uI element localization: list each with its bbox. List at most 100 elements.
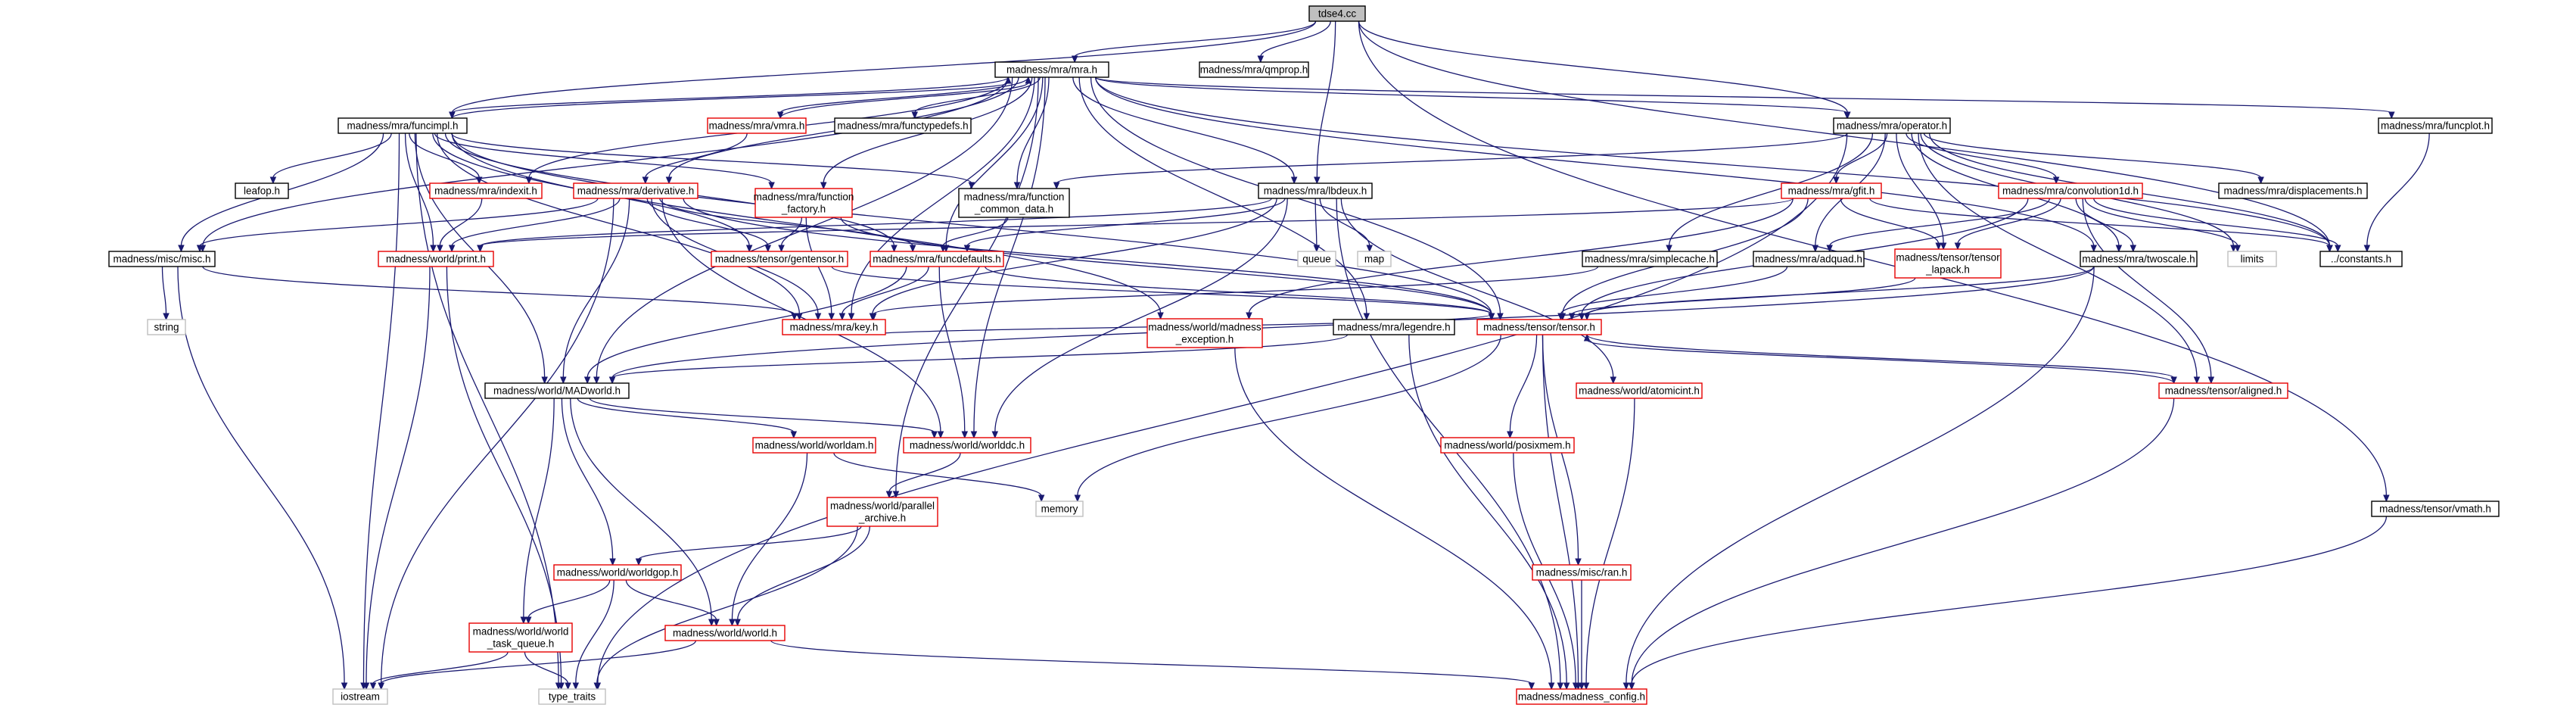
nodes-layer: tdse4.cc madness/mra/mra.h madness/mra/qmp… xyxy=(108,5,2500,705)
node-ran[interactable]: madness/misc/ran.h xyxy=(1532,564,1632,581)
node-tensor_lapack[interactable]: madness/tensor/tensor_lapack.h xyxy=(1894,248,2002,279)
edge-tensor-to-madness_config xyxy=(1542,334,1579,684)
edge-funcimpl-to-leafop xyxy=(272,133,392,179)
node-label: madness/misc/misc.h xyxy=(113,254,210,265)
node-operator[interactable]: madness/mra/operator.h xyxy=(1833,117,1951,134)
edge-arrowhead xyxy=(1622,682,1630,691)
edge-arrowhead xyxy=(939,245,947,253)
edge-funcdefaults-to-worlddc xyxy=(938,266,966,433)
node-madness_config[interactable]: madness/madness_config.h xyxy=(1516,688,1647,705)
node-function_factory[interactable]: madness/mra/function_factory.h xyxy=(754,188,854,218)
node-derivative[interactable]: madness/mra/derivative.h xyxy=(573,182,698,199)
edge-convolution1d-to-tensor_lapack xyxy=(1957,198,2061,245)
node-worldam[interactable]: madness/world/worldam.h xyxy=(752,437,876,454)
edge-MADworld-to-worldgop xyxy=(561,398,614,560)
node-label: madness/mra/funcdefaults.h xyxy=(873,254,1001,265)
node-indexit[interactable]: madness/mra/indexit.h xyxy=(429,182,543,199)
node-function_common_data[interactable]: madness/mra/function_common_data.h xyxy=(958,188,1070,218)
edge-arrowhead xyxy=(745,245,753,253)
node-limits: limits xyxy=(2227,251,2277,267)
node-iostream: iostream xyxy=(332,688,388,705)
edge-aligned-to-madness_config xyxy=(1631,398,2175,684)
node-displacements[interactable]: madness/mra/displacements.h xyxy=(2218,182,2368,199)
node-label: madness/tensor/gentensor.h xyxy=(715,254,844,265)
edge-arrowhead xyxy=(362,682,370,691)
edge-arrowhead xyxy=(870,313,877,321)
node-mra[interactable]: madness/mra/mra.h xyxy=(994,61,1109,78)
node-parallel_archive[interactable]: madness/world/parallel_archive.h xyxy=(826,497,938,527)
edge-arrowhead xyxy=(1366,245,1374,253)
node-misc[interactable]: madness/misc/misc.h xyxy=(108,251,216,267)
edge-arrowhead xyxy=(541,376,548,385)
node-legendre[interactable]: madness/mra/legendre.h xyxy=(1333,319,1455,335)
edge-arrowhead xyxy=(2170,376,2177,385)
node-funcdefaults[interactable]: madness/mra/funcdefaults.h xyxy=(870,251,1004,267)
node-atomicint[interactable]: madness/world/atomicint.h xyxy=(1576,382,1703,399)
node-aligned[interactable]: madness/tensor/aligned.h xyxy=(2158,382,2288,399)
edge-tensor_lapack-to-tensor xyxy=(1571,277,1916,315)
edge-lbdeux-to-print xyxy=(479,198,1272,247)
node-functypedefs[interactable]: madness/mra/functypedefs.h xyxy=(834,117,972,134)
node-adquad[interactable]: madness/mra/adquad.h xyxy=(1753,251,1865,267)
node-box xyxy=(1833,117,1951,134)
edge-arrowhead xyxy=(1843,111,1851,120)
node-funcplot[interactable]: madness/mra/funcplot.h xyxy=(2378,117,2493,134)
node-simplecache[interactable]: madness/mra/simplecache.h xyxy=(1582,251,1718,267)
edge-MADworld-to-worlddc xyxy=(589,398,935,433)
edge-arrowhead xyxy=(593,682,601,691)
edges-layer xyxy=(161,20,2430,691)
node-leafop[interactable]: leafop.h xyxy=(235,182,289,199)
node-label: madness/world/world xyxy=(473,626,569,638)
node-tdse4[interactable]: tdse4.cc xyxy=(1308,5,1366,22)
edge-arrowhead xyxy=(1548,682,1555,691)
node-lbdeux[interactable]: madness/mra/lbdeux.h xyxy=(1258,182,1373,199)
edge-mra-to-constants xyxy=(1095,76,2331,247)
node-vmath[interactable]: madness/tensor/vmath.h xyxy=(2371,501,2500,517)
edge-tdse4-to-qmprop xyxy=(1260,20,1331,58)
node-key[interactable]: madness/mra/key.h xyxy=(782,319,886,335)
node-posixmem[interactable]: madness/world/posixmem.h xyxy=(1440,437,1575,454)
edge-indexit-to-print xyxy=(439,198,483,247)
edge-twoscale-to-madness_config xyxy=(1626,266,2095,684)
node-convolution1d[interactable]: madness/mra/convolution1d.h xyxy=(1998,182,2143,199)
node-world[interactable]: madness/world/world.h xyxy=(664,625,786,641)
node-gfit[interactable]: madness/mra/gfit.h xyxy=(1781,182,1882,199)
node-queue: queue xyxy=(1297,251,1336,267)
edge-world_task_queue-to-type_traits xyxy=(524,651,569,684)
node-gentensor[interactable]: madness/tensor/gentensor.h xyxy=(711,251,848,267)
edge-funcplot-to-constants xyxy=(2366,133,2430,247)
node-label: _archive.h xyxy=(858,513,906,524)
node-tensor[interactable]: madness/tensor/tensor.h xyxy=(1476,319,1602,335)
edge-mra-to-funcplot xyxy=(1095,76,2392,114)
node-madness_exception[interactable]: madness/world/madness_exception.h xyxy=(1146,318,1263,348)
edge-arrowhead xyxy=(524,616,532,625)
node-worlddc[interactable]: madness/world/worlddc.h xyxy=(903,437,1031,454)
node-constants[interactable]: ../constants.h xyxy=(2319,251,2403,267)
edge-derivative-to-iostream xyxy=(381,198,614,684)
node-twoscale[interactable]: madness/mra/twoscale.h xyxy=(2080,251,2198,267)
node-world_task_queue[interactable]: madness/world/world_task_queue.h xyxy=(468,622,573,653)
edge-arrowhead xyxy=(1013,182,1021,190)
edge-operator-to-type_traits xyxy=(597,133,1848,684)
node-MADworld[interactable]: madness/world/MADworld.h xyxy=(484,382,630,399)
edge-arrowhead xyxy=(269,176,277,185)
edge-operator-to-tensor_lapack xyxy=(1896,133,1944,245)
node-box xyxy=(1516,688,1647,705)
edge-parallel_archive-to-worldgop xyxy=(638,525,862,560)
edge-tensor-to-posixmem xyxy=(1509,334,1538,433)
node-label: memory xyxy=(1041,504,1078,515)
node-print[interactable]: madness/world/print.h xyxy=(378,251,494,267)
node-worldgop[interactable]: madness/world/worldgop.h xyxy=(553,564,682,581)
edge-arrowhead xyxy=(1578,313,1585,321)
node-vmra[interactable]: madness/mra/vmra.h xyxy=(707,117,807,134)
node-box xyxy=(1476,319,1602,335)
edge-funcimpl-to-type_traits xyxy=(415,133,559,684)
node-box xyxy=(2371,501,2500,517)
edge-mra-to-MADworld xyxy=(596,76,1013,379)
node-label: ../constants.h xyxy=(2331,254,2391,265)
node-qmprop[interactable]: madness/mra/qmprop.h xyxy=(1199,61,1309,78)
node-box xyxy=(834,117,972,134)
node-funcimpl[interactable]: madness/mra/funcimpl.h xyxy=(338,117,468,134)
node-label: leafop.h xyxy=(244,186,280,197)
node-label: madness/mra/funcplot.h xyxy=(2381,120,2490,132)
